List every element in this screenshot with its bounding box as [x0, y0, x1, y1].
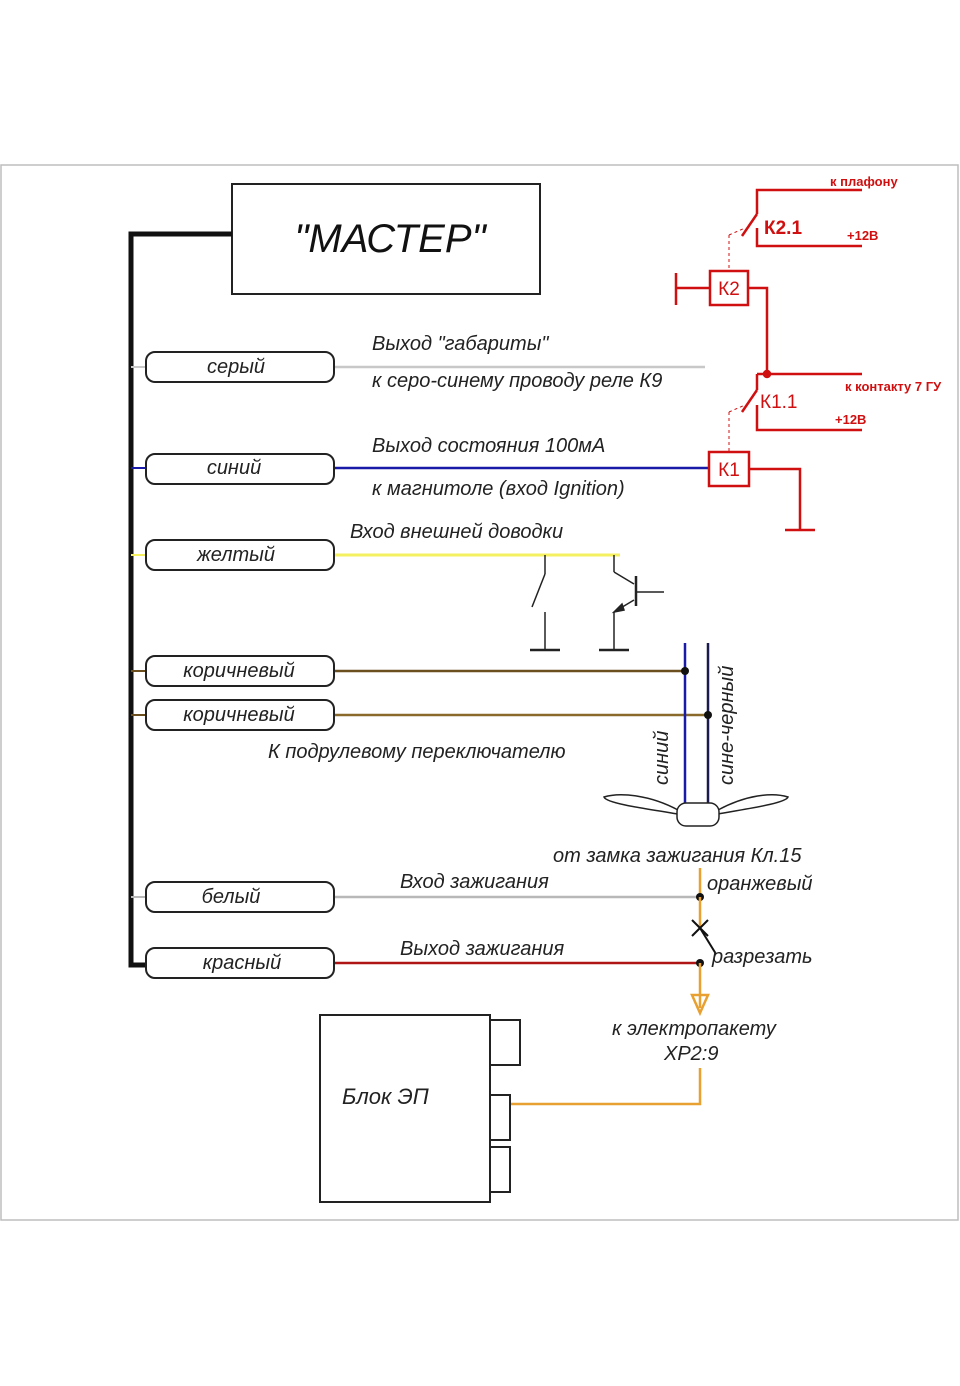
- svg-text:коричневый: коричневый: [183, 660, 295, 682]
- master-title: "МАСТЕР": [294, 217, 487, 261]
- svg-text:красный: красный: [203, 952, 282, 974]
- note-red-1: Выход зажигания: [400, 938, 565, 960]
- to-pack-label-2: ХР2:9: [663, 1043, 718, 1065]
- svg-text:синий: синий: [207, 457, 261, 479]
- stalk-wire-blue-label: синий: [651, 731, 673, 785]
- svg-text:белый: белый: [202, 886, 261, 908]
- diagram-frame: [0, 164, 959, 1221]
- svg-text:желтый: желтый: [196, 544, 275, 566]
- plus12-bottom-label: +12В: [835, 412, 866, 427]
- label-yellow: желтый: [145, 539, 335, 571]
- wires: [333, 365, 708, 965]
- master-box: [231, 183, 541, 295]
- transistor-icon: [599, 555, 664, 652]
- wire-notes: Выход "габариты" к серо-синему проводу р…: [268, 333, 662, 960]
- relay-labels: к плафону К2.1 +12В К2 к контакту 7 ГУ К…: [718, 174, 942, 481]
- relay-annotations: [674, 188, 862, 532]
- note-blue-2: к магнитоле (вход Ignition): [372, 478, 625, 500]
- svg-text:коричневый: коричневый: [183, 704, 295, 726]
- ignition-section: от замка зажигания Кл.15 оранжевый разре…: [510, 845, 813, 1106]
- to-lamp-label: к плафону: [830, 174, 898, 189]
- ignition-source-label: от замка зажигания Кл.15: [553, 845, 802, 867]
- relay-k1-label: К1: [718, 460, 740, 481]
- note-gray-2: к серо-синему проводу реле К9: [372, 370, 662, 392]
- note-gray-1: Выход "габариты": [372, 333, 549, 355]
- ep-block: Блок ЭП: [319, 1014, 521, 1203]
- cut-label: разрезать: [711, 946, 813, 968]
- label-brown-1: коричневый: [145, 655, 335, 687]
- orange-wire-label: оранжевый: [707, 873, 813, 895]
- label-white: белый: [145, 881, 335, 913]
- stalk-wire-blueblack-label: сине-черный: [716, 666, 738, 785]
- relay-k11-label: К1.1: [760, 392, 797, 413]
- arrow-down-icon: [690, 993, 710, 1017]
- label-red: красный: [145, 947, 335, 979]
- note-brown-2: К подрулевому переключателю: [268, 741, 565, 763]
- label-gray: серый: [145, 351, 335, 383]
- harness-stubs: [131, 366, 146, 898]
- svg-text:серый: серый: [207, 356, 265, 378]
- steering-stalk-icon: [603, 794, 789, 827]
- relay-k2-label: К2: [718, 279, 740, 300]
- note-blue-1: Выход состояния 100мА: [372, 435, 605, 457]
- harness-bus: [128, 231, 232, 968]
- wire-labels: серый синий желтый коричневый коричневый…: [145, 351, 335, 979]
- cut-mark-icon: [691, 919, 717, 955]
- note-yellow-1: Вход внешней доводки: [350, 521, 563, 543]
- to-pack-label-1: к электропакету: [612, 1018, 777, 1040]
- label-brown-2: коричневый: [145, 699, 335, 731]
- stalk-wiring: синий сине-черный: [651, 643, 738, 805]
- plus12-top-label: +12В: [847, 228, 878, 243]
- label-blue: синий: [145, 453, 335, 485]
- master-unit: "МАСТЕР": [231, 183, 541, 295]
- note-white-1: Вход зажигания: [400, 871, 549, 893]
- ext-close-switch-icon: [530, 555, 560, 652]
- to-contact-label: к контакту 7 ГУ: [845, 379, 942, 394]
- relay-k21-label: К2.1: [764, 218, 802, 239]
- ep-block-label: Блок ЭП: [342, 1084, 429, 1109]
